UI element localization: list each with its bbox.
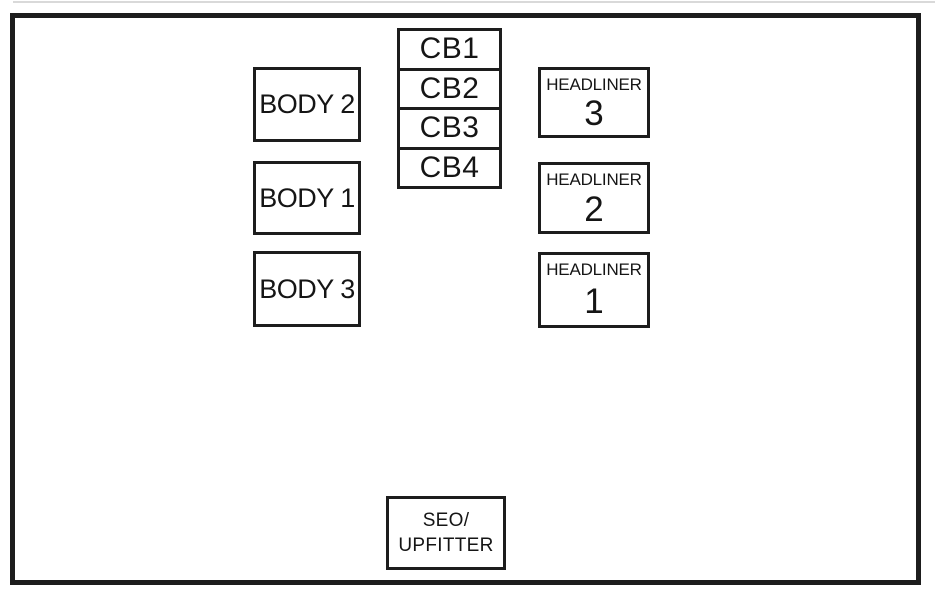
fuse-body-2: BODY 2 (253, 67, 361, 142)
fuse-seo-upfitter-line1: SEO/ (422, 510, 470, 531)
fuse-body-3: BODY 3 (253, 251, 361, 327)
fuse-headliner-1-title: HEADLINER (546, 260, 642, 279)
circuit-breaker-cb1: CB1 (400, 31, 499, 71)
fuse-body-1: BODY 1 (253, 161, 361, 235)
fuse-headliner-1: HEADLINER 1 (538, 252, 650, 328)
circuit-breaker-cb2-label: CB2 (419, 71, 480, 105)
circuit-breaker-cb3: CB3 (400, 110, 499, 150)
fuse-headliner-2: HEADLINER 2 (538, 162, 650, 234)
circuit-breaker-group: CB1 CB2 CB3 CB4 (397, 28, 502, 189)
fuse-headliner-2-title: HEADLINER (546, 170, 642, 189)
fuse-body-2-label: BODY 2 (259, 89, 355, 119)
scan-artifact-line (13, 1, 935, 3)
fuse-body-3-label: BODY 3 (259, 273, 355, 304)
circuit-breaker-cb3-label: CB3 (419, 111, 480, 145)
circuit-breaker-cb1-label: CB1 (419, 32, 480, 66)
circuit-breaker-cb4-label: CB4 (419, 150, 480, 184)
fuse-headliner-3: HEADLINER 3 (538, 67, 650, 138)
fuse-headliner-1-number: 1 (584, 281, 604, 321)
circuit-breaker-cb2: CB2 (400, 71, 499, 110)
fuse-seo-upfitter-line2: UPFITTER (398, 535, 494, 556)
fuse-headliner-3-number: 3 (584, 94, 604, 133)
fuse-headliner-2-number: 2 (584, 189, 604, 229)
fuse-body-1-label: BODY 1 (259, 182, 355, 213)
fuse-seo-upfitter: SEO/ UPFITTER (386, 496, 506, 570)
fuse-headliner-3-title: HEADLINER (546, 75, 642, 94)
circuit-breaker-cb4: CB4 (400, 150, 499, 187)
